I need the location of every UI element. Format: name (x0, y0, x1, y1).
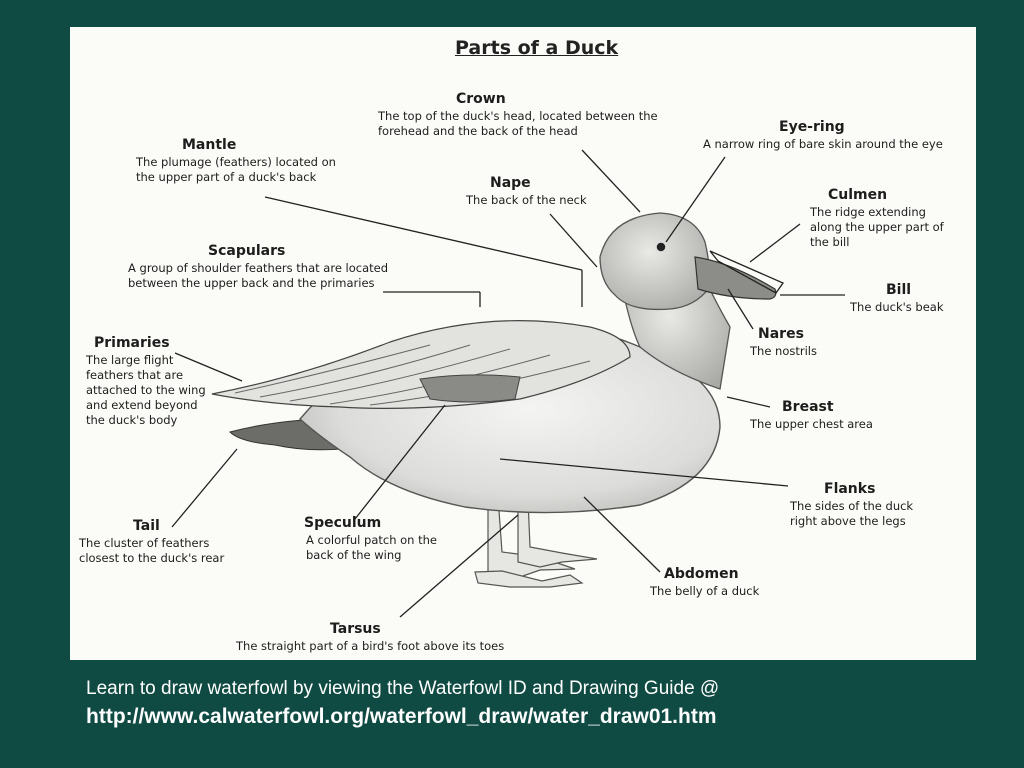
leader-lines (171, 149, 845, 618)
caption: Learn to draw waterfowl by viewing the W… (86, 676, 719, 732)
label-tarsus-desc: The straight part of a bird's foot above… (236, 639, 505, 653)
label-mantle-desc: The plumage (feathers) located on the up… (136, 155, 336, 184)
label-primaries-desc: The large flight feathers that are attac… (86, 353, 206, 427)
label-primaries: Primaries The large flight feathers that… (86, 335, 216, 428)
label-eye-ring: Eye-ring A narrow ring of bare skin arou… (703, 119, 973, 152)
label-tail: Tail The cluster of feathers closest to … (79, 518, 239, 566)
label-nape-title: Nape (490, 175, 531, 191)
duck-legs (474, 496, 598, 588)
label-tail-title: Tail (133, 518, 160, 534)
culmen-bracket (709, 250, 784, 294)
label-tarsus-title: Tarsus (330, 621, 381, 637)
label-speculum-title: Speculum (304, 515, 382, 531)
label-tarsus: Tarsus The straight part of a bird's foo… (236, 621, 536, 654)
label-nares: Nares The nostrils (750, 326, 850, 359)
speculum-patch (419, 374, 521, 403)
label-culmen-desc: The ridge extending along the upper part… (810, 205, 944, 249)
diagram-title: Parts of a Duck (455, 37, 619, 59)
label-breast-title: Breast (782, 399, 834, 415)
label-nape: Nape The back of the neck (466, 175, 606, 208)
duck-eye (655, 241, 667, 253)
duck-illustration (171, 149, 845, 618)
label-flanks-desc: The sides of the duck right above the le… (790, 499, 914, 528)
caption-url-link[interactable]: http://www.calwaterfowl.org/waterfowl_dr… (86, 705, 717, 728)
diagram-panel: Parts of a Duck Crown The top of the duc… (70, 27, 976, 660)
label-crown: Crown The top of the duck's head, locate… (378, 91, 668, 139)
label-mantle: Mantle The plumage (feathers) located on… (136, 137, 336, 185)
label-eye-ring-title: Eye-ring (779, 119, 845, 135)
duck-bill (694, 256, 777, 300)
duck-wing (211, 320, 631, 409)
label-flanks-title: Flanks (824, 481, 876, 497)
caption-text: Learn to draw waterfowl by viewing the W… (86, 678, 720, 699)
label-nares-title: Nares (758, 326, 804, 342)
label-bill-desc: The duck's beak (850, 300, 944, 314)
label-nares-desc: The nostrils (750, 344, 817, 358)
label-flanks: Flanks The sides of the duck right above… (790, 481, 930, 529)
duck-head (599, 212, 711, 311)
label-scapulars-title: Scapulars (208, 243, 286, 259)
label-primaries-title: Primaries (94, 335, 170, 351)
label-crown-title: Crown (456, 91, 506, 107)
label-abdomen: Abdomen The belly of a duck (650, 566, 780, 599)
label-scapulars: Scapulars A group of shoulder feathers t… (128, 243, 393, 291)
label-culmen: Culmen The ridge extending along the upp… (810, 187, 960, 250)
label-speculum-desc: A colorful patch on the back of the wing (306, 533, 438, 562)
label-scapulars-desc: A group of shoulder feathers that are lo… (128, 261, 389, 290)
label-eye-ring-desc: A narrow ring of bare skin around the ey… (703, 137, 943, 151)
label-bill: Bill The duck's beak (850, 282, 960, 315)
label-bill-title: Bill (886, 282, 912, 298)
label-abdomen-desc: The belly of a duck (650, 584, 760, 598)
label-tail-desc: The cluster of feathers closest to the d… (79, 536, 225, 565)
label-breast: Breast The upper chest area (750, 399, 900, 432)
label-mantle-title: Mantle (182, 137, 237, 153)
label-crown-desc: The top of the duck's head, located betw… (378, 109, 658, 138)
label-abdomen-title: Abdomen (664, 566, 739, 582)
label-speculum: Speculum A colorful patch on the back of… (304, 515, 446, 563)
label-nape-desc: The back of the neck (466, 193, 587, 207)
label-culmen-title: Culmen (828, 187, 888, 203)
label-breast-desc: The upper chest area (750, 417, 873, 431)
